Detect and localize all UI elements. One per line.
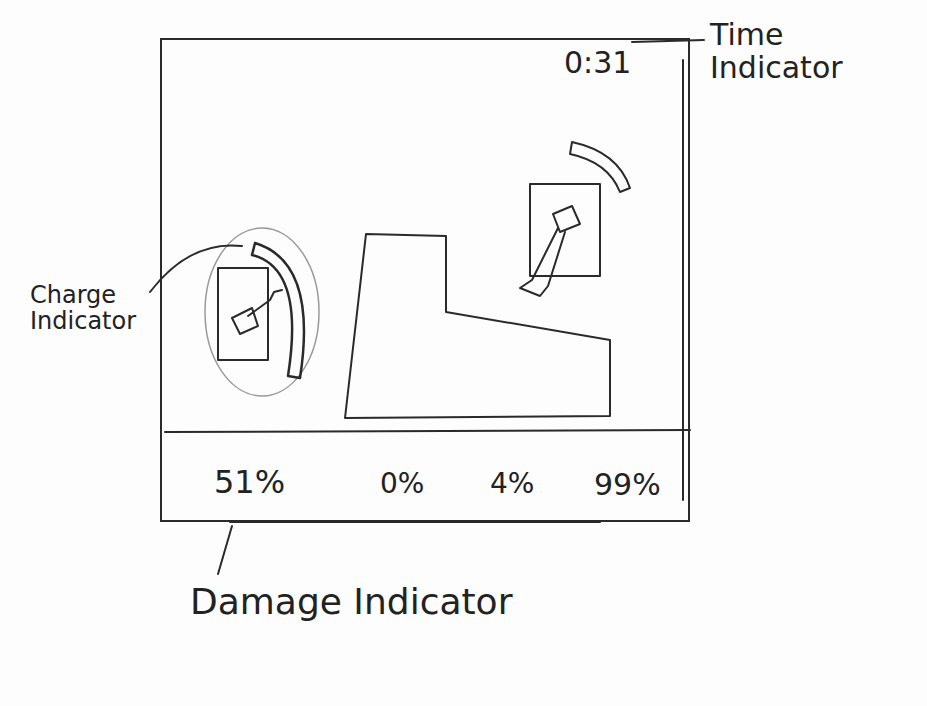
- time-readout: 0:31: [564, 46, 631, 81]
- game-screen: 0:31 51% 0% 4% 99%: [160, 38, 690, 522]
- frame-stroke: [682, 60, 684, 500]
- charge-arc: [252, 243, 304, 378]
- leader-line: [218, 526, 232, 574]
- tank-barrel: [248, 290, 282, 316]
- damage-percent: 0%: [380, 468, 424, 500]
- enemy-barrel: [520, 228, 565, 296]
- enemy-charge-arc: [570, 142, 630, 192]
- callout-label: Damage Indicator: [190, 582, 670, 622]
- damage-percent: 99%: [594, 468, 661, 503]
- callout-label: Charge Indicator: [30, 282, 150, 335]
- platform: [345, 234, 610, 418]
- damage-percent: 4%: [490, 468, 534, 500]
- leader-line: [632, 40, 704, 42]
- charge-highlight: [205, 228, 319, 396]
- leader-line: [150, 245, 242, 292]
- hud-divider: [165, 430, 690, 432]
- damage-percent: 51%: [214, 464, 285, 501]
- callout-label: Time Indicator: [710, 18, 900, 84]
- player-tank: [218, 268, 268, 360]
